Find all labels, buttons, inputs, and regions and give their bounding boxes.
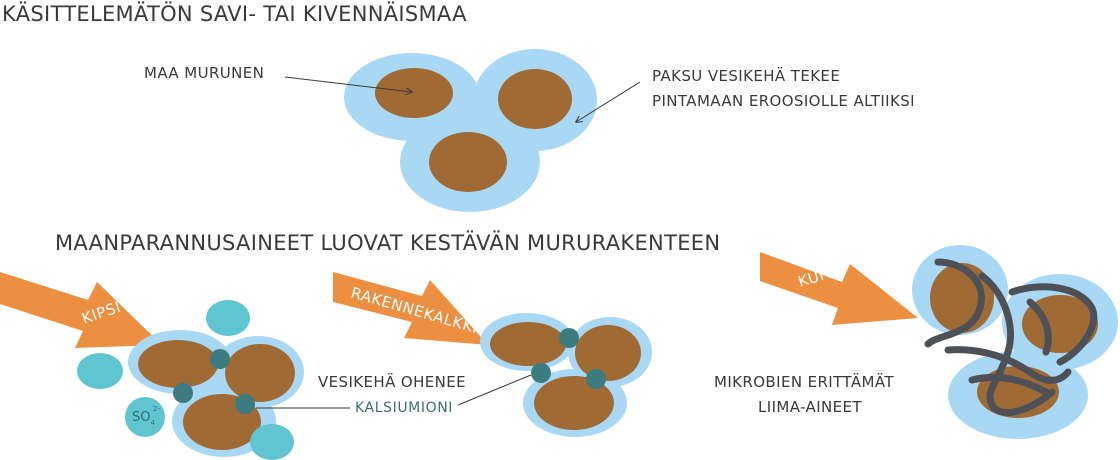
calcium-ion bbox=[235, 394, 255, 414]
glue-strand bbox=[1026, 298, 1052, 356]
gypsum-cluster bbox=[128, 330, 304, 457]
sulfate-label: SO4 2- bbox=[132, 405, 160, 427]
label-microbes-1: MIKROBIEN ERITTÄMÄT bbox=[714, 372, 894, 391]
soil-crumb bbox=[429, 132, 507, 192]
calcium-ion bbox=[210, 349, 230, 369]
label-thick-film-1: PAKSU VESIKEHÄ TEKEE bbox=[652, 66, 840, 85]
sulfate-symbol: SO bbox=[132, 410, 150, 425]
heading-soil-improvers: MAANPARANNUSAINEET LUOVAT KESTÄVÄN MURUR… bbox=[55, 230, 720, 255]
soil-crumb bbox=[375, 68, 453, 118]
label-thick-film-2: PINTAMAAN EROOSIOLLE ALTIIKSI bbox=[652, 92, 915, 110]
label-soil-crumb: MAA MURUNEN bbox=[144, 64, 264, 82]
calcium-ion bbox=[559, 328, 579, 348]
lime-cluster bbox=[480, 313, 652, 437]
lime-arrow: RAKENNEKALKKI bbox=[333, 272, 488, 345]
fiber-cluster bbox=[912, 245, 1118, 439]
pointer-line-water-film bbox=[576, 81, 641, 122]
sulfate-ion bbox=[250, 424, 294, 460]
glue-strand bbox=[978, 272, 1056, 416]
microbial-glue-strands bbox=[924, 258, 1098, 416]
pointer-line-calcium-right bbox=[457, 374, 532, 406]
heading-untreated-soil: KÄSITTELEMÄTÖN SAVI- TAI KIVENNÄISMAA bbox=[2, 1, 467, 26]
glue-strand bbox=[924, 258, 985, 348]
sulfate-ion bbox=[125, 397, 165, 437]
soil-crumb bbox=[490, 322, 566, 366]
label-calcium-ion: KALSIUMIONI bbox=[355, 400, 453, 416]
soil-crumb bbox=[138, 340, 218, 388]
pointer-line-crumb bbox=[284, 76, 412, 92]
label-thin-film: VESIKEHÄ OHENEE bbox=[318, 372, 466, 391]
sulfate-ion bbox=[206, 300, 250, 336]
calcium-ion bbox=[173, 383, 193, 403]
soil-crumb bbox=[575, 325, 641, 381]
soil-crumb bbox=[225, 344, 295, 402]
untreated-soil-cluster bbox=[344, 49, 597, 212]
calcium-ion bbox=[531, 363, 551, 383]
sulfate-charge: 2- bbox=[153, 405, 160, 413]
fiber-arrow: KUITU bbox=[760, 252, 918, 325]
soil-crumb bbox=[498, 69, 572, 129]
soil-crumb bbox=[534, 376, 614, 430]
sulfate-ion bbox=[77, 353, 123, 389]
label-microbes-2: LIIMA-AINEET bbox=[758, 398, 862, 416]
glue-strand bbox=[1008, 283, 1098, 366]
glue-strand bbox=[944, 346, 1072, 384]
sulfate-subscript: 4 bbox=[150, 419, 155, 427]
glue-strand bbox=[968, 373, 1050, 396]
gypsum-arrow: KIPSI bbox=[0, 272, 162, 348]
calcium-ion bbox=[586, 369, 606, 389]
